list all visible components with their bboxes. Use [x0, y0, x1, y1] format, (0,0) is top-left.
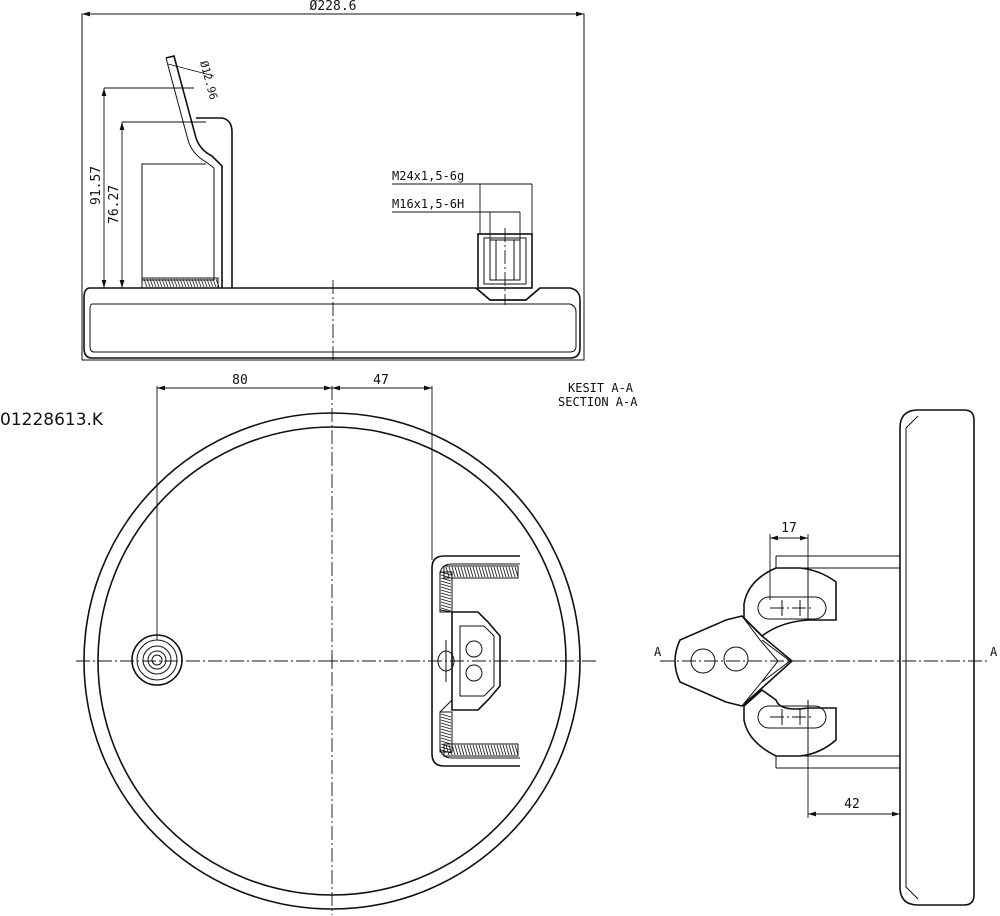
section-title-en: SECTION A-A [558, 395, 638, 409]
thread-outer-label: M24x1,5-6g [392, 169, 464, 183]
base-plate-inner [89, 303, 577, 353]
bracket-arms [743, 555, 900, 769]
bracket-inner-edge [141, 57, 215, 281]
lamp-body [899, 409, 975, 906]
spring-hatching [440, 566, 519, 756]
hole-dim-line [167, 63, 215, 77]
front-view: 80 47 [76, 373, 596, 915]
thread-inner-label: M16x1,5-6H [392, 197, 464, 211]
section-marker-right: A [990, 645, 998, 659]
offset-right-label: 47 [373, 373, 389, 388]
side-view: A A 17 42 [654, 409, 998, 906]
bracket-top-view [431, 555, 520, 767]
bracket-depth-label: 42 [844, 797, 860, 812]
threaded-stud [475, 228, 541, 305]
section-title-tr: KESIT A-A [568, 381, 634, 395]
slot-width-label: 17 [781, 521, 797, 536]
part-number: 01228613.K [0, 410, 104, 430]
weld-seam [141, 277, 220, 289]
bracket-flange [196, 117, 233, 288]
height-inner-label: 76.27 [107, 185, 122, 224]
diameter-label: Ø228.6 [310, 0, 357, 14]
height-outer-label: 91.57 [89, 166, 104, 205]
base-plate-section [83, 287, 581, 359]
section-view: Ø228.6 Ø12.96 91.57 76.27 [81, 0, 585, 362]
section-marker-left: A [654, 645, 662, 659]
offset-left-label: 80 [232, 373, 248, 388]
stud-circles [131, 634, 183, 686]
hole-diameter-label: Ø12.96 [197, 59, 220, 101]
bracket-outer-edge [165, 55, 223, 288]
